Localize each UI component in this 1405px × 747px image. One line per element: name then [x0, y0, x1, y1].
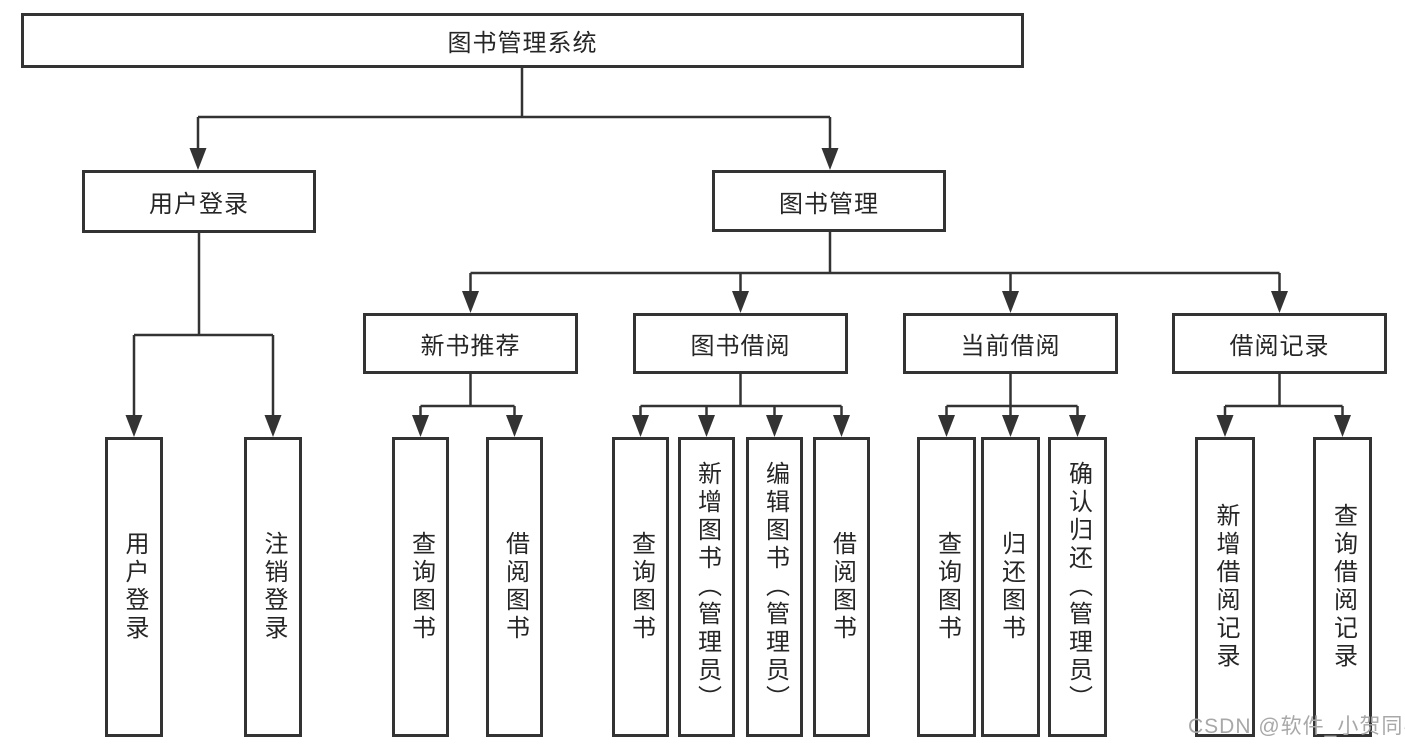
leaf-add-books-admin-label: 新增图书（管理员） — [693, 461, 721, 713]
leaf-logout: 注销登录 — [244, 437, 302, 737]
leaf-query-books-recommend-label: 查询图书 — [407, 531, 435, 643]
node-new-book-recommendation: 新书推荐 — [363, 313, 578, 374]
node-borrowing-records: 借阅记录 — [1172, 313, 1387, 374]
leaf-confirm-return-admin-label: 确认归还（管理员） — [1064, 461, 1092, 713]
leaf-return-books-label: 归还图书 — [997, 531, 1025, 643]
leaf-query-books-current: 查询图书 — [917, 437, 976, 737]
node-current-borrowing-label: 当前借阅 — [960, 333, 1061, 360]
connector-line — [132, 68, 1344, 417]
node-book-borrowing-label: 图书借阅 — [690, 333, 791, 360]
leaf-edit-books-admin: 编辑图书（管理员） — [746, 437, 803, 737]
leaf-user-login-label: 用户登录 — [121, 531, 148, 643]
node-book-management: 图书管理 — [712, 170, 946, 232]
leaf-query-books-borrow-label: 查询图书 — [627, 531, 655, 643]
leaf-borrow-books-recommend: 借阅图书 — [486, 437, 543, 737]
node-book-borrowing: 图书借阅 — [633, 313, 848, 374]
leaf-user-login: 用户登录 — [105, 437, 163, 737]
leaf-borrow-books-recommend-label: 借阅图书 — [501, 531, 529, 643]
leaf-return-books: 归还图书 — [981, 437, 1040, 737]
node-library-management-system: 图书管理系统 — [21, 13, 1024, 68]
node-borrowing-records-label: 借阅记录 — [1229, 333, 1330, 360]
leaf-add-books-admin: 新增图书（管理员） — [678, 437, 735, 737]
node-user-login: 用户登录 — [82, 170, 316, 233]
leaf-borrow-books: 借阅图书 — [813, 437, 870, 737]
leaf-query-books-borrow: 查询图书 — [612, 437, 669, 737]
node-book-management-label: 图书管理 — [779, 190, 879, 218]
node-new-book-recommendation-label: 新书推荐 — [420, 333, 521, 360]
leaf-borrow-books-label: 借阅图书 — [828, 531, 856, 643]
leaf-add-borrow-record: 新增借阅记录 — [1195, 437, 1255, 737]
leaf-query-borrow-record-label: 查询借阅记录 — [1329, 503, 1357, 671]
leaf-edit-books-admin-label: 编辑图书（管理员） — [761, 461, 789, 713]
node-current-borrowing: 当前借阅 — [903, 313, 1118, 374]
leaf-confirm-return-admin: 确认归还（管理员） — [1048, 437, 1107, 737]
leaf-query-books-current-label: 查询图书 — [933, 531, 961, 643]
leaf-logout-label: 注销登录 — [260, 531, 287, 643]
leaf-query-books-recommend: 查询图书 — [392, 437, 449, 737]
leaf-query-borrow-record: 查询借阅记录 — [1313, 437, 1372, 737]
node-library-management-system-label: 图书管理系统 — [447, 30, 598, 57]
leaf-add-borrow-record-label: 新增借阅记录 — [1212, 503, 1239, 671]
node-user-login-label: 用户登录 — [149, 191, 249, 218]
